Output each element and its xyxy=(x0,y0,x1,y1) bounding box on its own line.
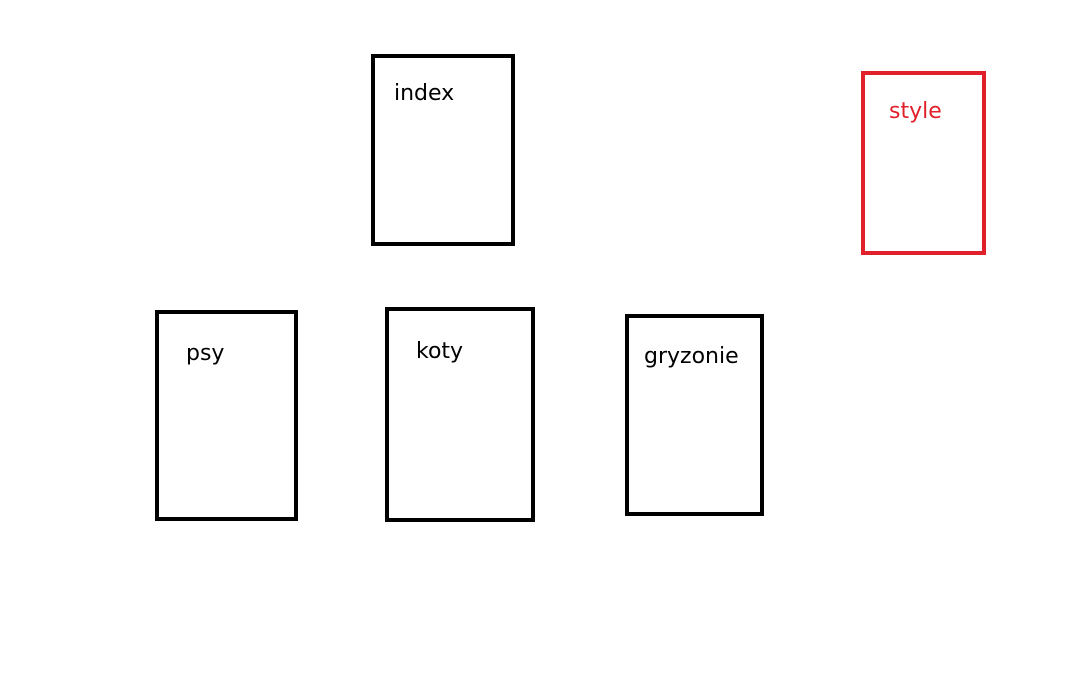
koty-file-label: koty xyxy=(416,339,464,364)
index-file-box: index xyxy=(371,54,515,246)
index-file-label: index xyxy=(394,81,455,106)
psy-file-label: psy xyxy=(186,341,225,366)
gryzonie-file-label: gryzonie xyxy=(644,344,739,369)
gryzonie-file-box: gryzonie xyxy=(625,314,764,516)
koty-file-box: koty xyxy=(385,307,535,522)
style-file-box: style xyxy=(861,71,986,255)
style-file-label: style xyxy=(889,99,942,124)
psy-file-box: psy xyxy=(155,310,298,521)
